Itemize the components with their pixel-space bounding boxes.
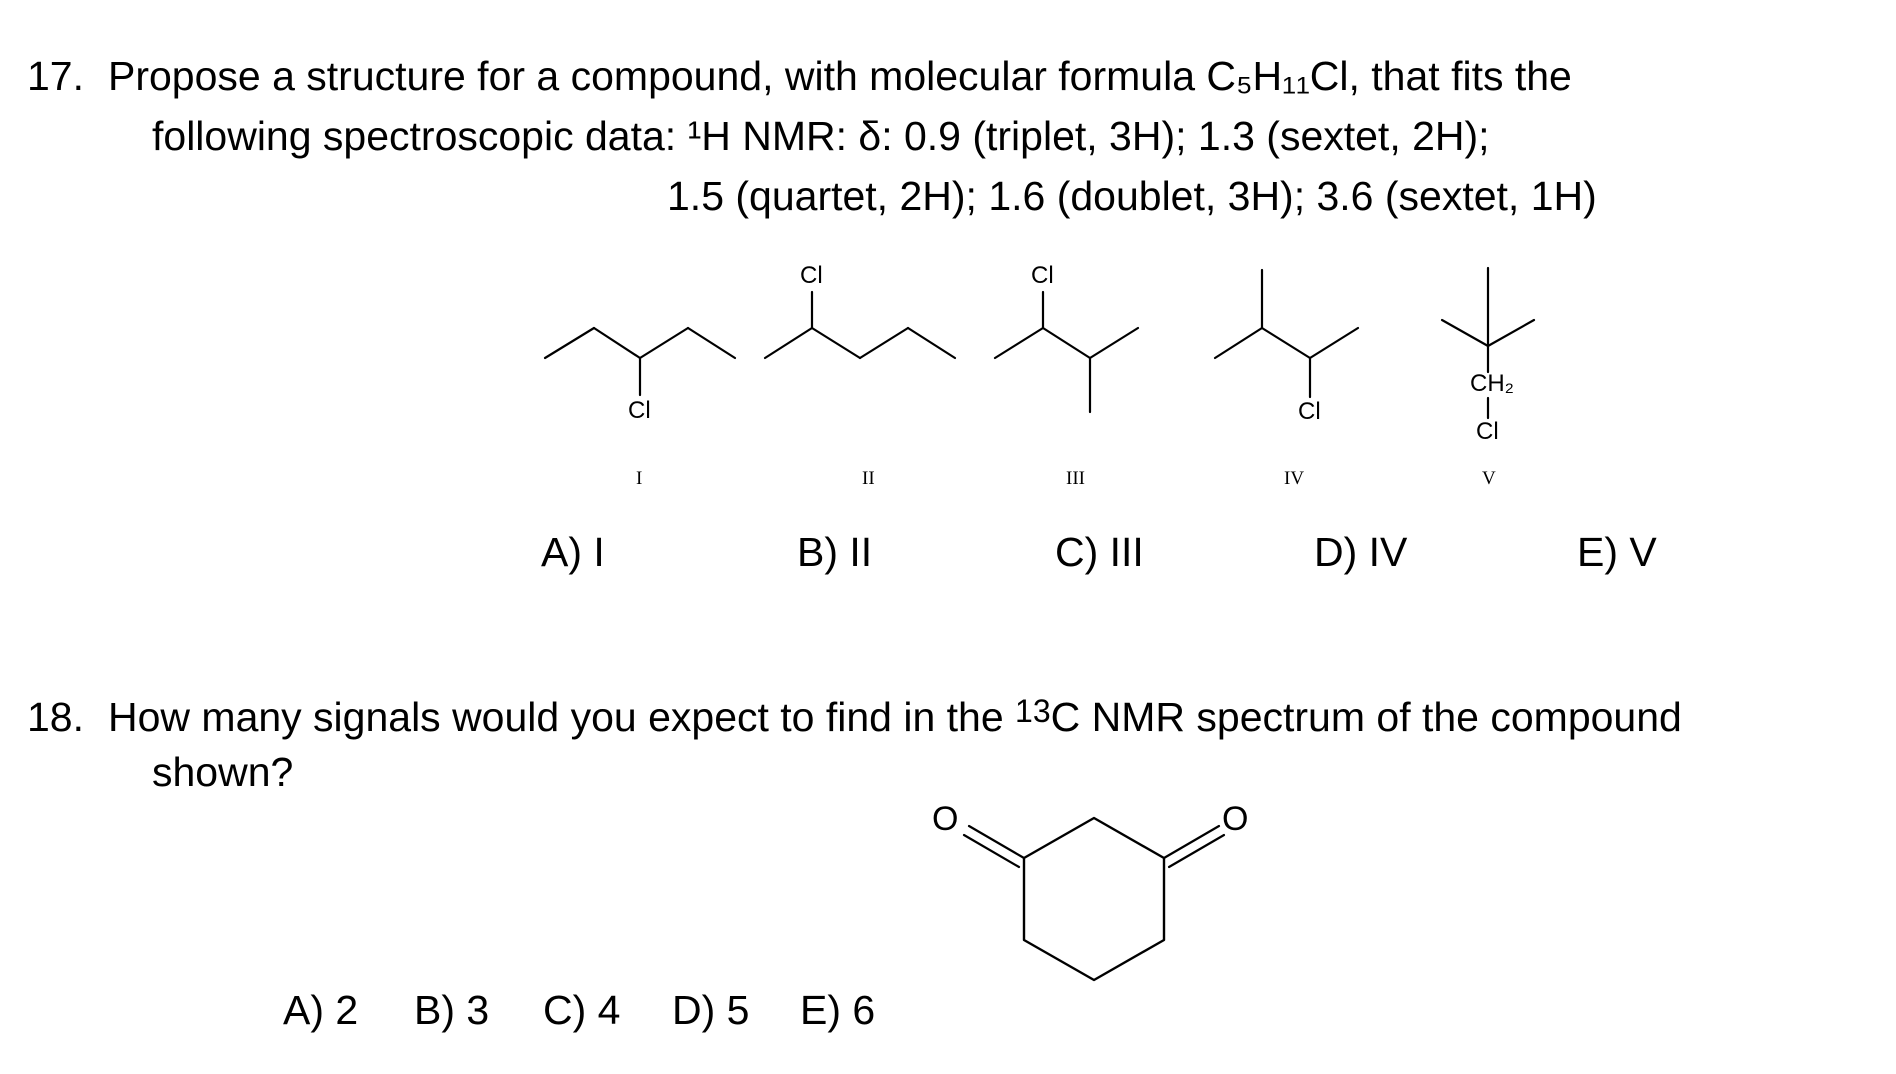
q18-superscript: 13 [1015, 693, 1051, 729]
q18-line1-pre: How many signals would you expect to fin… [108, 694, 1016, 740]
q17-option-c[interactable]: C) III [1055, 529, 1144, 575]
q17-line2: following spectroscopic data: ¹H NMR: δ:… [152, 113, 1490, 159]
structure-ii-cl-label: Cl [800, 262, 823, 289]
q18-line2: shown? [152, 749, 294, 795]
structure-v-numeral: V [1482, 468, 1496, 489]
q18-number: 18. [27, 694, 84, 740]
structure-iv-bonds [1213, 268, 1360, 399]
q18-line1: How many signals would you expect to fin… [108, 694, 1682, 740]
structure-iv-numeral: IV [1284, 468, 1305, 489]
structure-v-bonds [1440, 266, 1536, 420]
structure-iii-cl-label: Cl [1031, 262, 1054, 289]
q18-option-d[interactable]: D) 5 [672, 987, 750, 1033]
q18-option-e[interactable]: E) 6 [800, 987, 876, 1033]
q17-line3: 1.5 (quartet, 2H); 1.6 (doublet, 3H); 3.… [667, 173, 1597, 219]
q18-oxygen-left: O [932, 800, 959, 838]
q18-oxygen-right: O [1222, 800, 1249, 838]
structure-v-cl-label: Cl [1476, 418, 1499, 445]
structure-i-bonds [543, 326, 737, 397]
q18-option-b[interactable]: B) 3 [414, 987, 490, 1033]
q17-line1: Propose a structure for a compound, with… [108, 53, 1572, 99]
q17-option-e[interactable]: E) V [1577, 529, 1657, 575]
structure-iv-cl-label: Cl [1298, 398, 1321, 425]
structure-i-cl-label: Cl [628, 397, 651, 424]
structure-iii-numeral: III [1066, 468, 1085, 489]
structure-ii-numeral: II [862, 468, 875, 489]
structure-v-ch2-label: CH₂ [1470, 370, 1514, 397]
q18-structure-bonds [962, 816, 1226, 982]
q17-option-a[interactable]: A) I [541, 529, 605, 575]
structure-ii-bonds [763, 290, 957, 360]
q18-option-c[interactable]: C) 4 [543, 987, 621, 1033]
q18-option-a[interactable]: A) 2 [283, 987, 359, 1033]
q17-option-b[interactable]: B) II [797, 529, 873, 575]
q17-number: 17. [27, 53, 84, 99]
structure-iii-bonds [993, 290, 1140, 414]
structure-i-numeral: I [636, 468, 643, 489]
q18-line1-post: C NMR spectrum of the compound [1050, 694, 1682, 740]
q17-option-d[interactable]: D) IV [1314, 529, 1408, 575]
